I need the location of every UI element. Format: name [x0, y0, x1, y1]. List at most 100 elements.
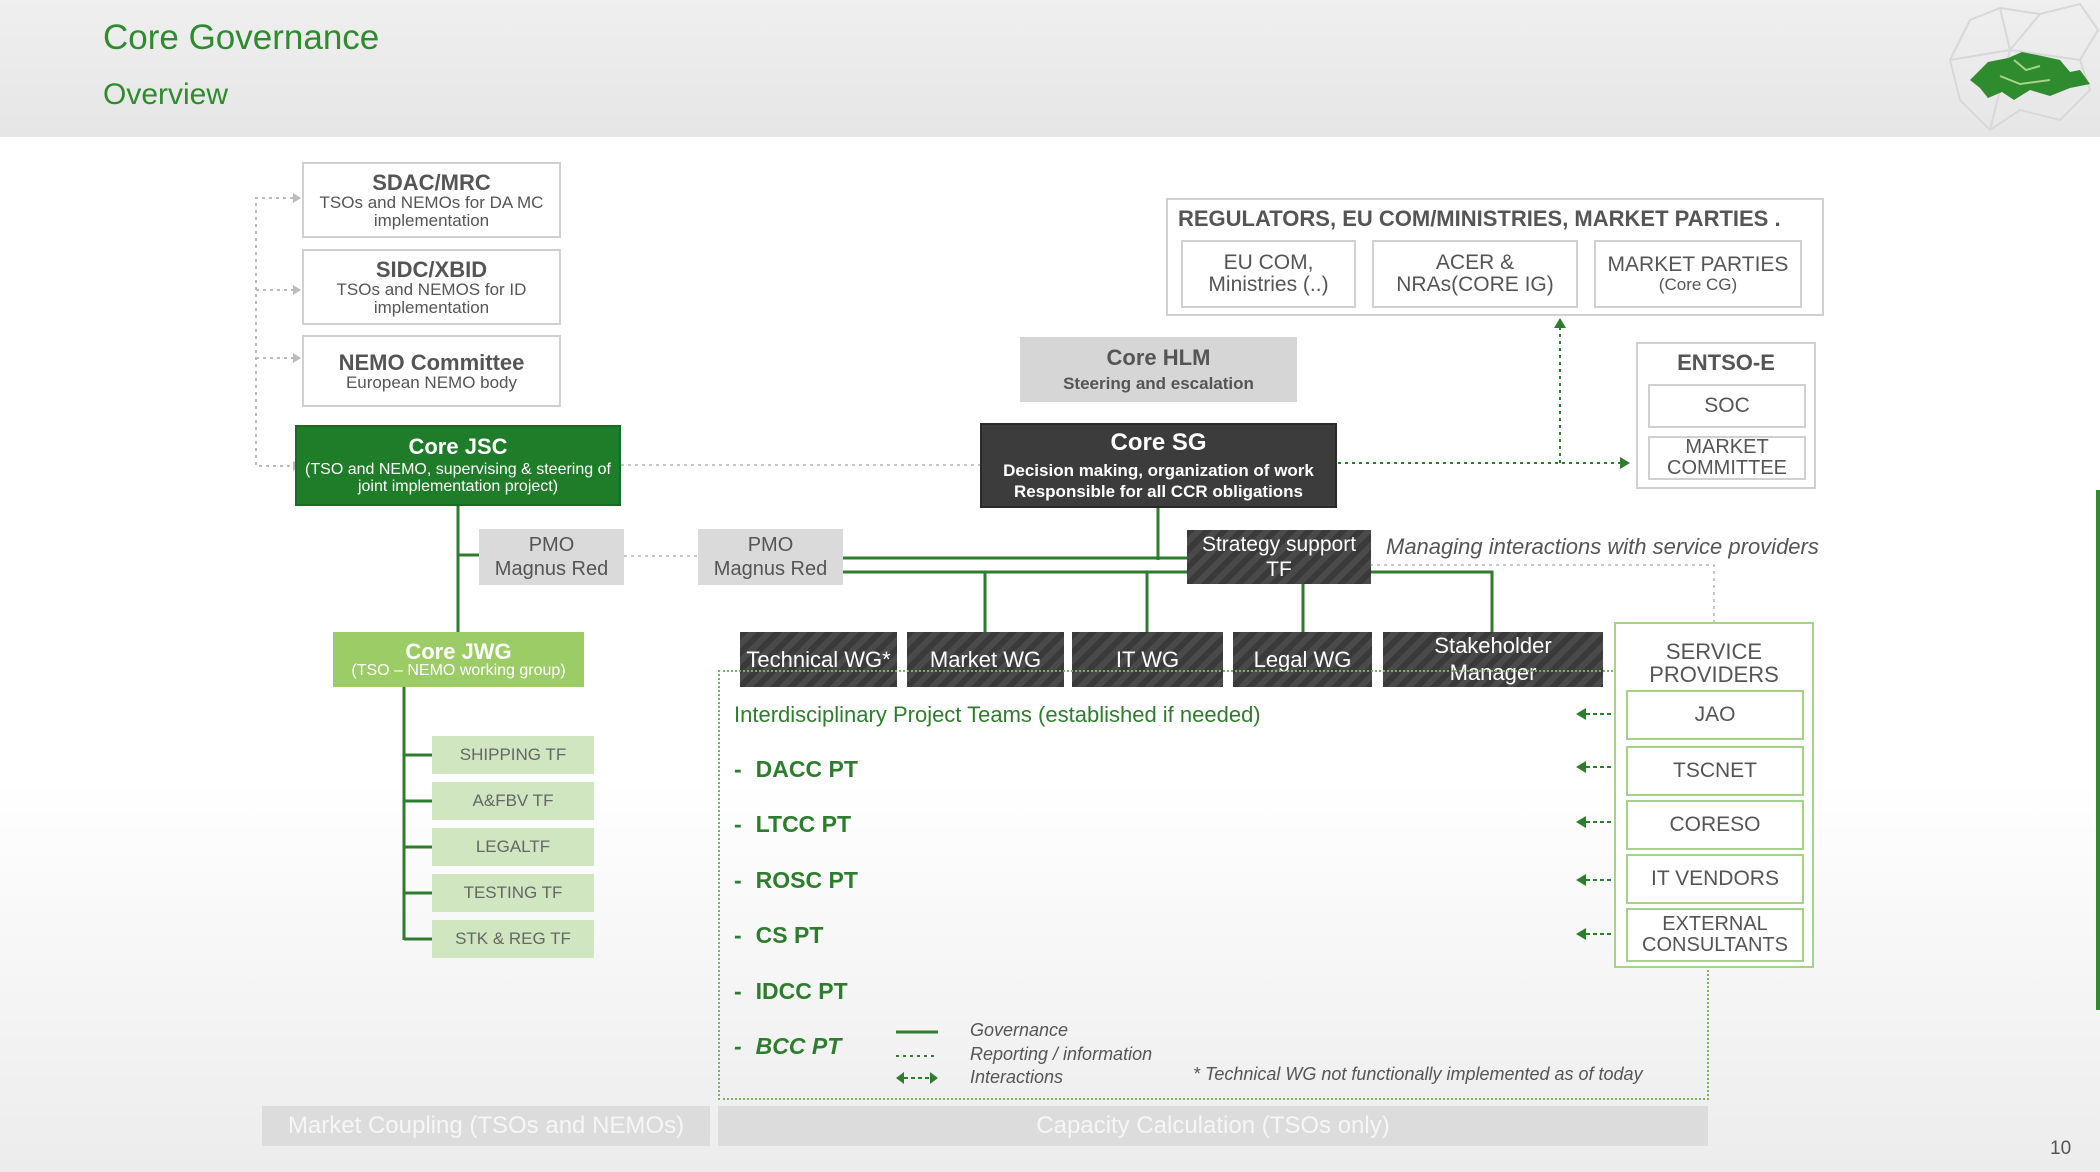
project-team-label: CS PT	[755, 922, 824, 948]
edge-accent	[2096, 490, 2100, 1010]
interdisciplinary-heading: Interdisciplinary Project Teams (establi…	[734, 702, 1261, 727]
regulator-acer: ACER & NRAs(CORE IG)	[1372, 240, 1578, 308]
regulators-panel: REGULATORS, EU COM/MINISTRIES, MARKET PA…	[1166, 198, 1824, 316]
core-jsc-box: Core JSC (TSO and NEMO, supervising & st…	[295, 425, 621, 506]
regulator-eu-com: EU COM, Ministries (..)	[1181, 240, 1356, 308]
regulators-title: REGULATORS, EU COM/MINISTRIES, MARKET PA…	[1178, 206, 1781, 231]
service-providers-panel: SERVICE PROVIDERS JAO TSCNET CORESO IT V…	[1614, 622, 1814, 968]
task-force-shipping: SHIPPING TF	[432, 736, 594, 774]
pmo-right-line1: PMO	[747, 533, 794, 556]
core-jsc-desc: (TSO and NEMO, supervising & steering of…	[305, 461, 611, 496]
task-force-afbv: A&FBV TF	[432, 782, 594, 820]
regulator-line1: ACER &	[1435, 250, 1515, 274]
regulator-line1: EU COM,	[1223, 250, 1314, 274]
sidc-xbid-title: SIDC/XBID	[375, 256, 488, 282]
regulator-market-parties: MARKET PARTIES (Core CG)	[1594, 240, 1802, 308]
nemo-committee-desc: European NEMO body	[345, 372, 518, 392]
pmo-left-line1: PMO	[528, 533, 575, 556]
wg-label: Technical WG*	[746, 646, 891, 672]
project-team-label: DACC PT	[755, 756, 858, 782]
regulator-line1: MARKET PARTIES	[1607, 253, 1789, 277]
entsoe-soc: SOC	[1648, 384, 1806, 428]
legend-interactions: Interactions	[970, 1067, 1064, 1087]
provider-jao: JAO	[1626, 690, 1804, 740]
footnote: * Technical WG not functionally implemen…	[1193, 1064, 1643, 1084]
core-jwg-title: Core JWG	[405, 638, 512, 664]
sdac-mrc-box: SDAC/MRC TSOs and NEMOs for DA MC implem…	[302, 162, 561, 238]
project-team-rosc: -ROSC PT	[734, 867, 858, 893]
provider-label: IT VENDORS	[1651, 866, 1779, 890]
nemo-committee-box: NEMO Committee European NEMO body	[302, 335, 561, 407]
core-hlm-box: Core HLM Steering and escalation	[1020, 337, 1297, 402]
wg-stakeholder-manager: Stakeholder Manager	[1383, 632, 1603, 687]
wg-legal: Legal WG	[1233, 632, 1372, 687]
task-force-label: LEGALTF	[475, 837, 551, 857]
provider-it-vendors: IT VENDORS	[1626, 854, 1804, 904]
project-team-label: BCC PT	[755, 1033, 842, 1059]
regulator-line2: NRAs(CORE IG)	[1396, 273, 1554, 296]
core-sg-title: Core SG	[1110, 429, 1207, 457]
header-band	[0, 0, 2100, 137]
core-jsc-title: Core JSC	[408, 434, 508, 460]
provider-label: TSCNET	[1673, 758, 1757, 782]
europe-map-logo	[1948, 2, 2100, 132]
regulator-line2: (Core CG)	[1658, 275, 1738, 295]
entsoe-title: ENTSO-E	[1677, 350, 1775, 375]
core-jwg-box: Core JWG (TSO – NEMO working group)	[333, 632, 584, 687]
sdac-mrc-desc: TSOs and NEMOs for DA MC implementation	[319, 192, 544, 230]
pmo-left-box: PMO Magnus Red	[479, 529, 624, 585]
project-team-ltcc: -LTCC PT	[734, 811, 852, 837]
sdac-mrc-title: SDAC/MRC	[372, 169, 491, 195]
project-team-label: IDCC PT	[755, 978, 848, 1004]
task-force-testing: TESTING TF	[432, 874, 594, 912]
provider-label: CORESO	[1669, 812, 1761, 836]
project-teams-panel	[718, 670, 1709, 1100]
wg-market: Market WG	[907, 632, 1064, 687]
entsoe-market-committee: MARKET COMMITTEE	[1648, 436, 1806, 480]
managing-interactions-note: Managing interactions with service provi…	[1386, 534, 1819, 559]
page-number: 10	[2050, 1138, 2072, 1159]
entsoe-panel: ENTSO-E SOC MARKET COMMITTEE	[1636, 342, 1816, 489]
task-force-label: TESTING TF	[463, 883, 563, 903]
core-sg-desc1: Decision making, organization of work	[1003, 461, 1314, 481]
task-force-label: A&FBV TF	[472, 791, 554, 811]
service-providers-title: SERVICE PROVIDERS	[1649, 639, 1779, 688]
provider-external-consultants: EXTERNAL CONSULTANTS	[1626, 908, 1804, 962]
wg-label: Legal WG	[1253, 646, 1352, 672]
legend-governance: Governance	[970, 1020, 1069, 1040]
wg-label: Market WG	[929, 646, 1042, 672]
footer-market-coupling: Market Coupling (TSOs and NEMOs)	[262, 1106, 710, 1146]
task-force-legal: LEGALTF	[432, 828, 594, 866]
regulator-line2: Ministries (..)	[1208, 273, 1329, 296]
project-team-bcc: -BCC PT	[734, 1033, 842, 1059]
core-hlm-desc: Steering and escalation	[1063, 374, 1254, 394]
page-title: Core Governance	[103, 18, 380, 57]
nemo-committee-title: NEMO Committee	[338, 349, 525, 375]
task-force-label: SHIPPING TF	[459, 745, 567, 765]
wg-label: Stakeholder Manager	[1434, 633, 1552, 685]
core-sg-box: Core SG Decision making, organization of…	[980, 423, 1337, 508]
project-team-label: LTCC PT	[755, 811, 852, 837]
provider-tscnet: TSCNET	[1626, 746, 1804, 796]
project-team-cs: -CS PT	[734, 922, 824, 948]
wg-it: IT WG	[1072, 632, 1223, 687]
core-jwg-desc: (TSO – NEMO working group)	[351, 661, 566, 679]
core-sg-desc2: Responsible for all CCR obligations	[1013, 482, 1304, 502]
sidc-xbid-desc: TSOs and NEMOS for ID implementation	[336, 279, 527, 317]
provider-coreso: CORESO	[1626, 800, 1804, 850]
provider-label: JAO	[1694, 702, 1736, 726]
strategy-support-label: Strategy support TF	[1201, 532, 1357, 581]
entsoe-item-label: SOC	[1704, 393, 1750, 417]
page-subtitle: Overview	[103, 78, 229, 111]
project-team-label: ROSC PT	[755, 867, 858, 893]
legend-reporting: Reporting / information	[970, 1044, 1153, 1064]
wg-technical: Technical WG*	[740, 632, 897, 687]
project-team-idcc: -IDCC PT	[734, 978, 848, 1004]
entsoe-item-label: MARKET COMMITTEE	[1667, 436, 1787, 479]
project-team-dacc: -DACC PT	[734, 756, 858, 782]
wg-label: IT WG	[1115, 646, 1180, 672]
sidc-xbid-box: SIDC/XBID TSOs and NEMOS for ID implemen…	[302, 249, 561, 325]
core-hlm-title: Core HLM	[1106, 345, 1211, 371]
pmo-left-line2: Magnus Red	[494, 557, 609, 580]
pmo-right-box: PMO Magnus Red	[698, 529, 843, 585]
